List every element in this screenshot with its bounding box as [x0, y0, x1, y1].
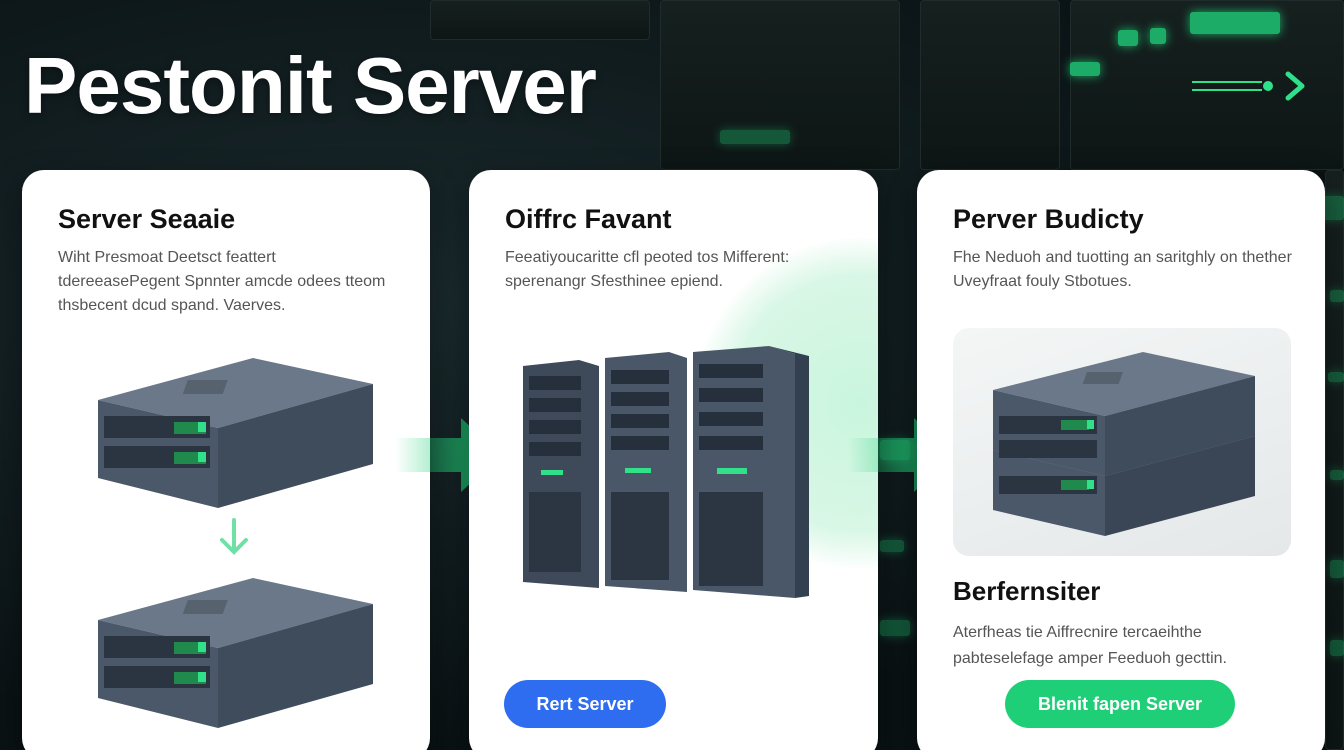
card-title: Perver Budicty [953, 204, 1144, 234]
card-subdescription: Aterfheas tie Aiffrecnire tercaeihthe pa… [953, 624, 1227, 667]
rent-server-button[interactable]: Rert Server [504, 680, 666, 728]
server-icon [983, 350, 1263, 540]
server-card-3: Perver Budicty Fhe Neduoh and tuotting a… [917, 170, 1325, 750]
page-title: Pestonit Server [24, 41, 597, 130]
server-card-2: Oiffrc Favant Feeatiyoucaritte cfl peote… [469, 170, 878, 750]
server-icon [78, 572, 378, 732]
card-description: Fhe Neduoh and tuotting an saritghly on … [953, 249, 1292, 290]
card-subtitle: Berfernsiter [953, 576, 1101, 606]
card-description: Feeatiyoucaritte cfl peoted tos Mifferen… [505, 249, 790, 290]
next-arrow-icon[interactable] [1192, 70, 1322, 106]
server-card-1: Server Seaaie Wiht Presmoat Deetsct feat… [22, 170, 430, 750]
server-action-button[interactable]: Blenit fapen Server [1005, 680, 1235, 728]
card-title: Server Seaaie [58, 204, 236, 234]
down-arrow-icon [216, 518, 252, 558]
server-rack-icon [519, 346, 839, 606]
server-icon [78, 352, 378, 512]
server-photo [953, 328, 1291, 556]
card-title: Oiffrc Favant [505, 204, 672, 234]
card-description: Wiht Presmoat Deetsct feattert tdereease… [58, 249, 386, 314]
